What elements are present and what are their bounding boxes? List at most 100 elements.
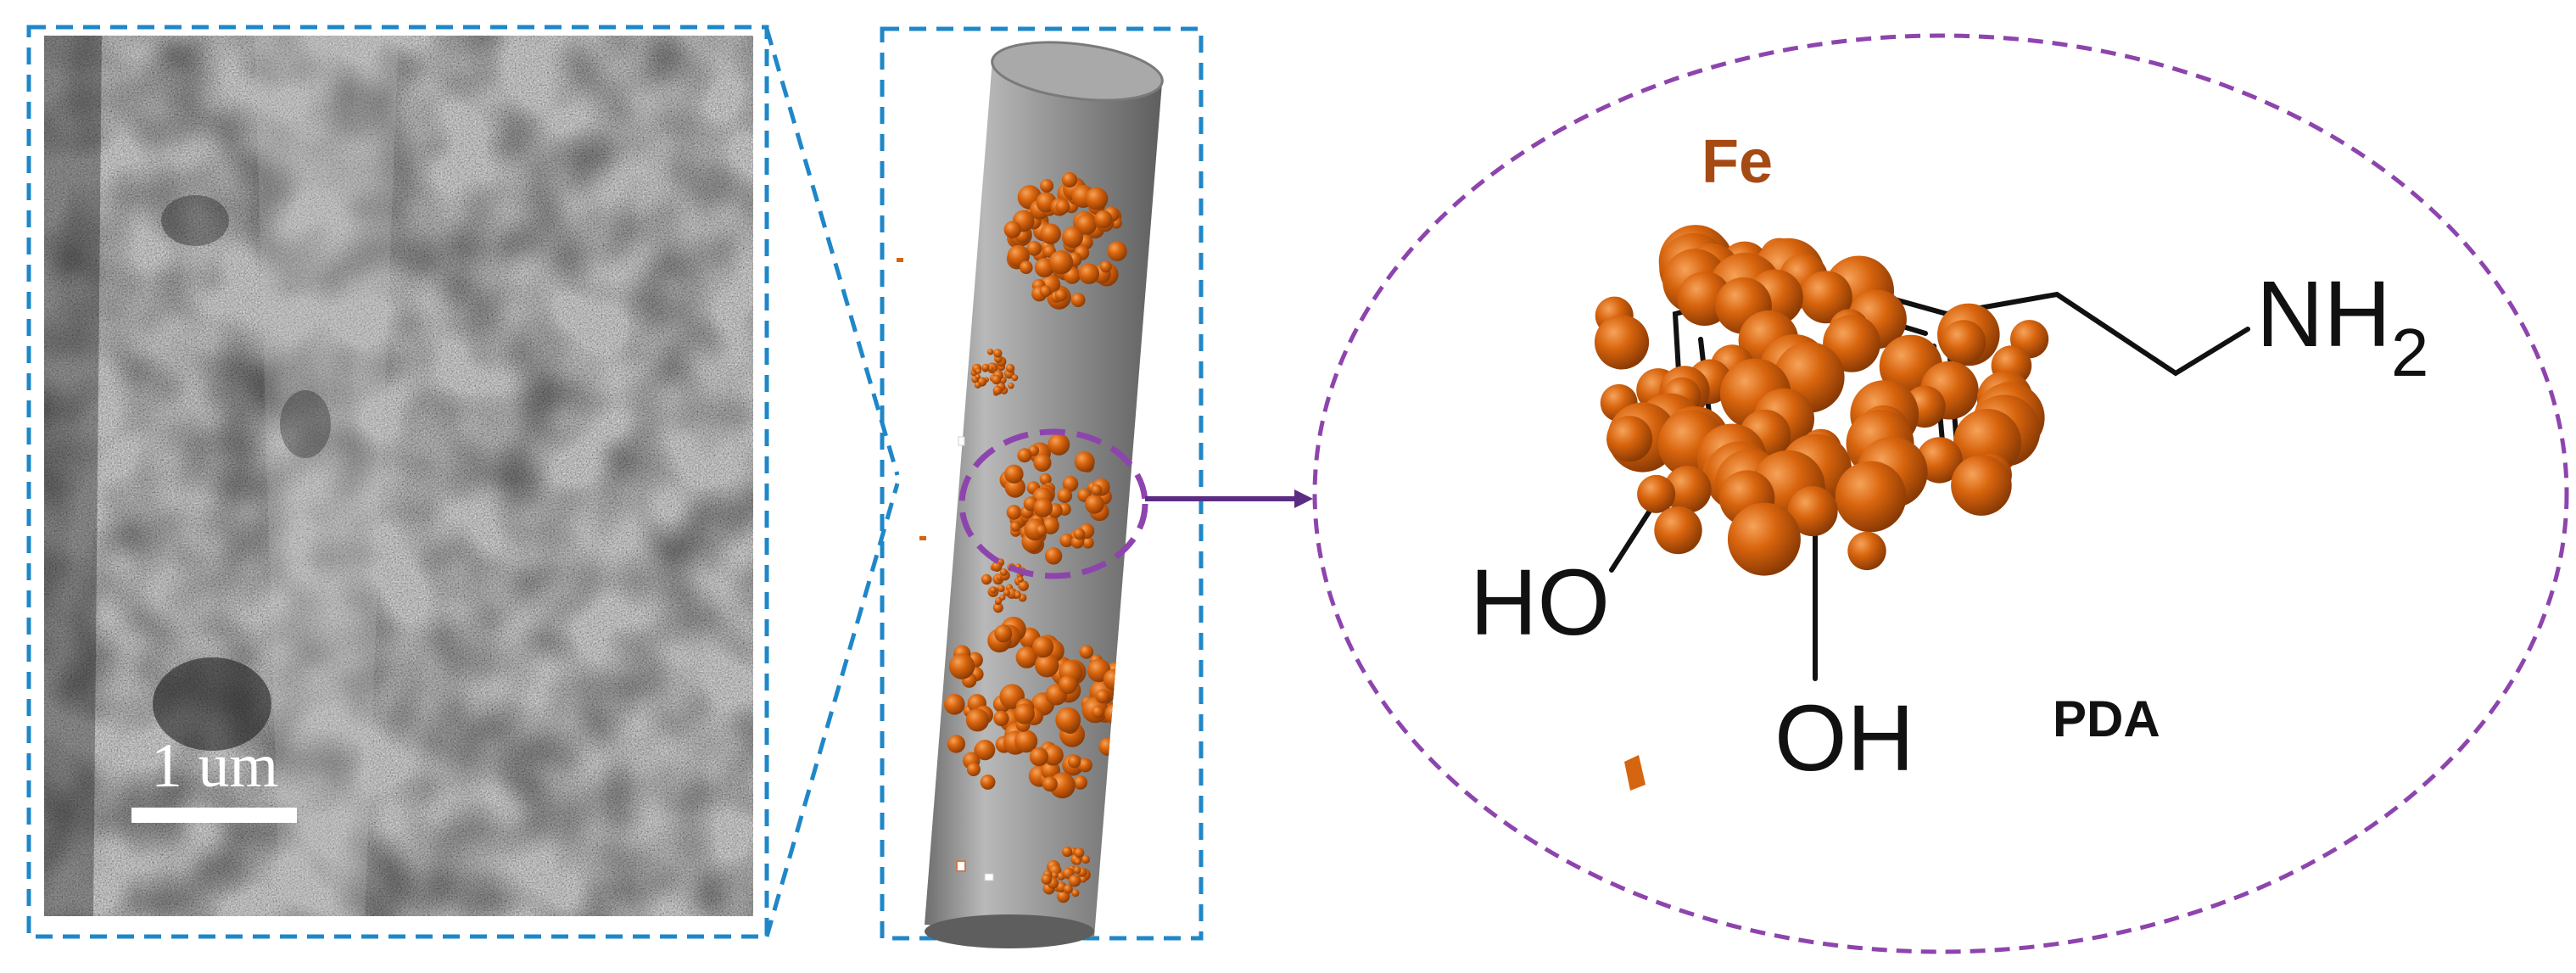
fe-particle xyxy=(1041,874,1053,885)
fe-particle xyxy=(1011,374,1019,382)
fe-particle xyxy=(1033,453,1052,473)
fe-sphere xyxy=(1727,502,1801,576)
fe-particle xyxy=(1081,855,1091,864)
stray-fragment xyxy=(984,873,994,881)
fe-particle xyxy=(1057,488,1073,503)
fe-particle xyxy=(1036,524,1048,536)
fe-particle xyxy=(994,624,1013,643)
fe-particle xyxy=(1073,528,1086,540)
fe-particle xyxy=(1078,758,1092,773)
fe-particle xyxy=(1095,689,1110,704)
fe-particle xyxy=(944,694,965,715)
fe-particle xyxy=(1051,871,1059,879)
fe-particle xyxy=(1010,521,1020,532)
fe-particle xyxy=(1026,240,1042,256)
fe-particle xyxy=(1074,451,1095,473)
compound-label: PDA xyxy=(2053,691,2160,747)
fe-particle xyxy=(1029,747,1048,767)
fe-particle xyxy=(1079,645,1094,659)
fe-particle xyxy=(1014,730,1038,753)
fe-particle xyxy=(1039,285,1052,298)
fe-particle xyxy=(986,349,994,355)
fe-particle xyxy=(1000,568,1008,576)
fe-particle xyxy=(1042,776,1058,792)
fe-particle xyxy=(1042,744,1064,766)
fe-particle xyxy=(1003,221,1022,238)
fe-sphere xyxy=(1637,474,1676,513)
fe-sphere xyxy=(1663,466,1712,513)
fe-particle xyxy=(1073,775,1087,790)
fe-sphere xyxy=(1951,455,2012,516)
fe-particle xyxy=(1076,214,1098,236)
fe-particle xyxy=(1085,494,1104,514)
fe-particle xyxy=(1005,364,1015,373)
fe-particle xyxy=(1079,875,1087,883)
fe-particle xyxy=(1035,653,1059,678)
sem-image-panel: 1 um xyxy=(44,36,753,916)
fe-particle xyxy=(1062,846,1073,858)
stray-fragment xyxy=(956,860,966,872)
fe-particle xyxy=(1104,703,1126,724)
fe-sphere xyxy=(1941,320,1986,365)
fe-particle xyxy=(1103,668,1125,691)
zoom-line-bottom xyxy=(764,483,900,937)
fe-particle xyxy=(1091,705,1104,719)
fe-particle xyxy=(1059,674,1078,695)
fe-particle xyxy=(992,602,1003,613)
fe-particle xyxy=(1062,476,1079,492)
fe-particle xyxy=(1098,737,1117,756)
fe-label: Fe xyxy=(1702,128,1773,196)
fe-particle xyxy=(965,708,989,732)
fe-particle xyxy=(1014,591,1021,599)
stray-fragment xyxy=(958,436,965,446)
fe-particle xyxy=(981,573,992,585)
sem-callout-box xyxy=(26,25,769,939)
amine-label: NH2 xyxy=(2256,262,2428,390)
fe-particle xyxy=(1059,533,1074,548)
fe-particle xyxy=(1055,199,1070,215)
fe-particle xyxy=(966,763,981,776)
fe-sphere xyxy=(1916,437,1963,484)
fe-particle xyxy=(999,594,1006,601)
sem-micrograph xyxy=(44,36,753,916)
fe-particle xyxy=(1040,223,1061,244)
fe-particle xyxy=(1003,589,1011,596)
molecule-callout-ellipse xyxy=(1312,33,2569,954)
zoom-arrow xyxy=(1145,489,1313,508)
fe-particle xyxy=(992,385,1003,395)
fe-sphere xyxy=(1847,531,1886,571)
fe-particle xyxy=(1068,875,1081,887)
fe-particle xyxy=(1062,226,1083,249)
fe-particle xyxy=(975,740,996,761)
fe-particle xyxy=(1048,250,1074,275)
fe-particle xyxy=(980,774,996,790)
fe-particle xyxy=(993,710,1009,727)
zoom-line-top xyxy=(764,28,900,476)
fe-particle xyxy=(1014,703,1035,724)
fe-particle xyxy=(1094,210,1113,229)
fe-particle xyxy=(990,587,997,594)
fe-sphere xyxy=(1835,461,1907,533)
fe-particle xyxy=(1018,580,1029,591)
hydroxyl-left-label: HO xyxy=(1470,551,1610,655)
scale-bar xyxy=(131,808,297,823)
fe-particle xyxy=(1004,464,1024,484)
fe-particle xyxy=(1078,263,1100,284)
fe-particle xyxy=(1099,260,1112,273)
highlight-circle xyxy=(958,428,1148,579)
fe-particle xyxy=(974,382,981,389)
fe-particle xyxy=(1017,448,1032,463)
fe-particle xyxy=(1061,171,1078,188)
fe-particle xyxy=(1015,646,1038,668)
fe-particle xyxy=(975,374,981,380)
fe-particle xyxy=(1017,576,1024,583)
fe-particle xyxy=(992,375,1002,385)
fe-particle-cluster xyxy=(1594,225,2049,576)
fe-particle xyxy=(1070,293,1086,307)
fe-particle xyxy=(1085,187,1109,210)
fe-particle xyxy=(1082,537,1094,549)
stray-fragment xyxy=(919,536,926,540)
stray-fragment xyxy=(1624,755,1646,791)
fe-particle xyxy=(981,363,990,372)
fe-sphere xyxy=(1607,416,1653,462)
